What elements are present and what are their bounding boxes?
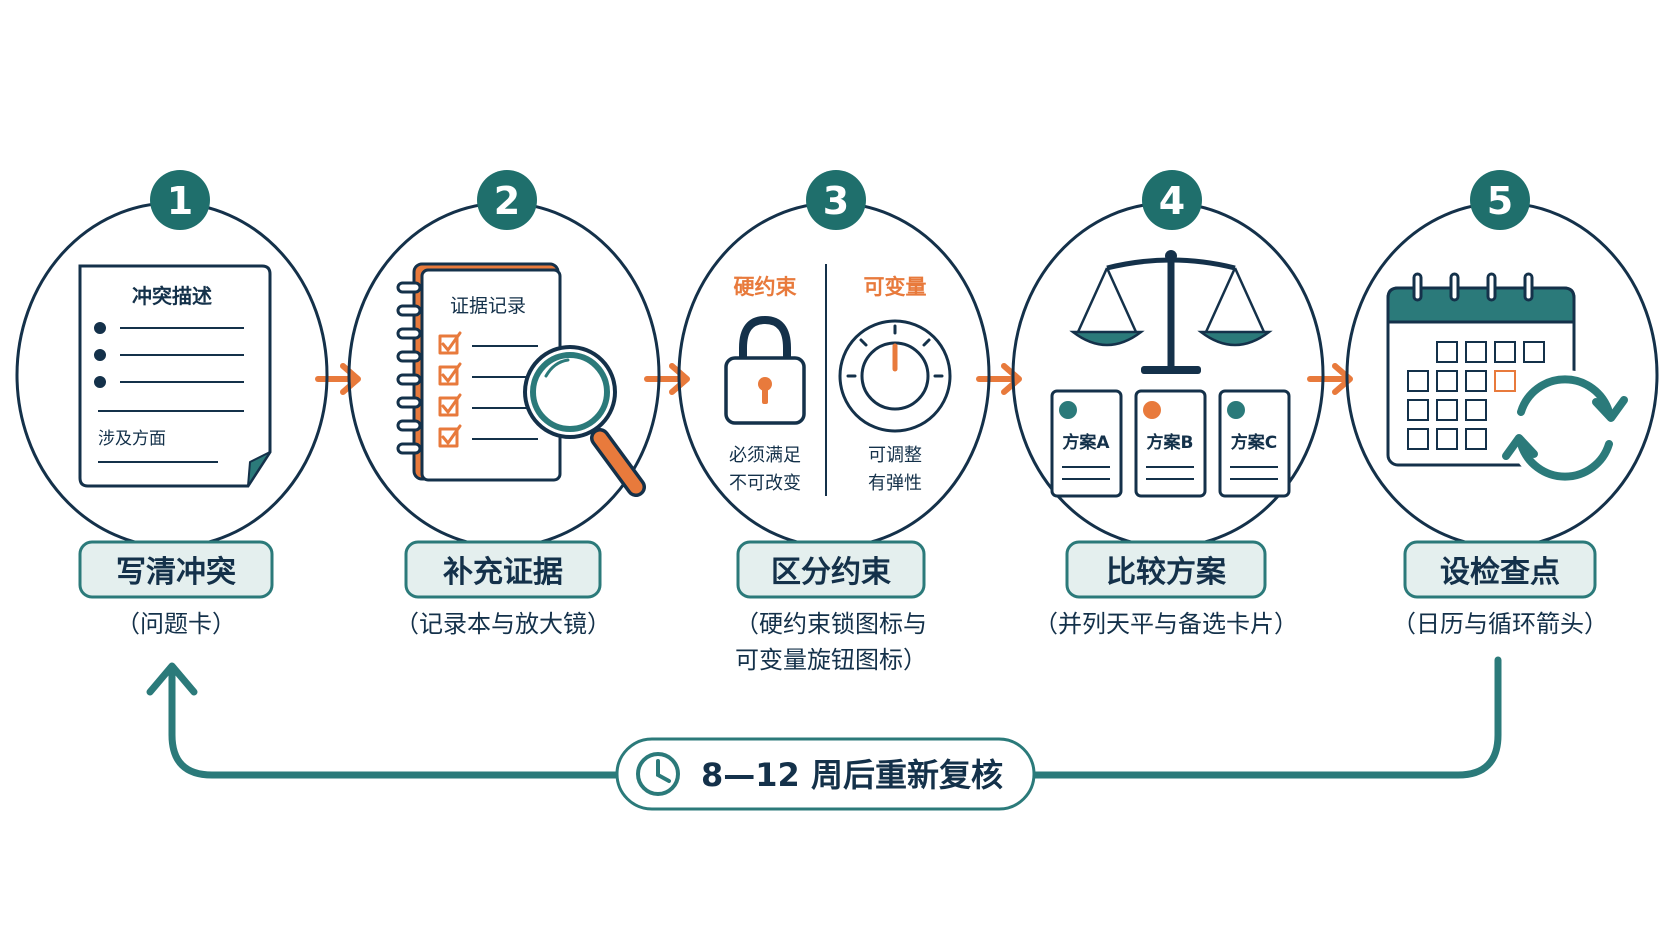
soft-variable-label: 可变量 xyxy=(864,275,927,299)
step-2-title: 补充证据 xyxy=(443,555,563,590)
soft-desc-line-1: 可调整 xyxy=(868,445,922,466)
option-card-c: 方案C xyxy=(1218,389,1291,498)
arrow-2-3 xyxy=(644,363,690,395)
step-5-title: 设检查点 xyxy=(1440,555,1560,590)
spiral-binding-icon xyxy=(396,281,422,455)
step-2-title-pill: 补充证据 xyxy=(404,540,602,599)
step-3-title-pill: 区分约束 xyxy=(736,540,926,599)
hard-desc-line-1: 必须满足 xyxy=(729,445,801,466)
step-4-badge: 4 xyxy=(1142,170,1202,230)
notebook-heading: 证据记录 xyxy=(450,295,526,317)
step-captions: （问题卡） （记录本与放大镜） （硬约束锁图标与 可变量旋钮图标） （并列天平与… xyxy=(116,610,1608,674)
calendar-grid xyxy=(1407,341,1545,450)
svg-text:5: 5 xyxy=(1487,179,1513,223)
step-1-title: 写清冲突 xyxy=(116,555,236,590)
step-4-title-pill: 比较方案 xyxy=(1065,540,1267,599)
arrow-4-5 xyxy=(1307,363,1353,395)
number-badges: 1 2 3 4 5 xyxy=(150,170,1530,230)
svg-text:4: 4 xyxy=(1159,179,1185,223)
step-5-title-pill: 设检查点 xyxy=(1403,540,1597,599)
knob-icon xyxy=(838,319,952,433)
option-card-b: 方案B xyxy=(1134,389,1207,498)
step-5-caption: （日历与循环箭头） xyxy=(1392,610,1608,638)
notebook-icon: 证据记录 xyxy=(396,262,562,482)
option-cards: 方案A 方案B 方案C xyxy=(1050,389,1291,498)
magnifier-icon xyxy=(523,345,646,497)
cycle-arrows-icon xyxy=(1502,370,1628,486)
balance-scale-icon xyxy=(1069,250,1273,374)
step-3-title: 区分约束 xyxy=(771,555,891,590)
problem-card-icon: 冲突描述 涉及方面 xyxy=(78,264,272,488)
svg-text:方案C: 方案C xyxy=(1231,432,1277,453)
lock-icon xyxy=(724,315,806,425)
svg-text:3: 3 xyxy=(823,179,849,223)
recheck-label: 8—12 周后重新复核 xyxy=(701,756,1003,794)
step-2-caption: （记录本与放大镜） xyxy=(395,610,611,638)
step-2-badge: 2 xyxy=(477,170,537,230)
step-5-badge: 5 xyxy=(1470,170,1530,230)
option-card-a: 方案A xyxy=(1050,389,1123,498)
hard-desc-line-2: 不可改变 xyxy=(729,473,801,494)
hard-constraint-label: 硬约束 xyxy=(734,275,798,299)
step-1-title-pill: 写清冲突 xyxy=(78,540,274,599)
step-3-badge: 3 xyxy=(806,170,866,230)
feedback-loop-arrowhead xyxy=(146,662,198,696)
recheck-pill: 8—12 周后重新复核 xyxy=(615,737,1036,811)
card-footer-label: 涉及方面 xyxy=(98,429,166,449)
svg-text:方案B: 方案B xyxy=(1147,432,1194,453)
svg-text:1: 1 xyxy=(167,179,193,223)
arrow-3-4 xyxy=(976,363,1022,395)
step-3-caption-line-1: （硬约束锁图标与 xyxy=(735,610,927,638)
checkbox-list-icons xyxy=(438,331,462,448)
step-4-caption: （并列天平与备选卡片） xyxy=(1034,610,1298,638)
step-1-badge: 1 xyxy=(150,170,210,230)
svg-text:方案A: 方案A xyxy=(1062,432,1110,453)
step-1-caption: （问题卡） xyxy=(116,610,236,638)
calendar-icon xyxy=(1386,272,1576,467)
card-heading: 冲突描述 xyxy=(132,284,212,308)
step-title-pills: 写清冲突 补充证据 区分约束 比较方案 设检查点 xyxy=(78,540,1597,599)
svg-text:2: 2 xyxy=(494,179,520,223)
step-3-caption-line-2: 可变量旋钮图标） xyxy=(735,646,927,674)
step-4-title: 比较方案 xyxy=(1106,555,1227,590)
arrow-1-2 xyxy=(315,363,361,395)
soft-desc-line-2: 有弹性 xyxy=(868,473,922,494)
constraint-panel: 硬约束 可变量 必须满足 不可改变 可调整 有弹性 xyxy=(724,264,952,496)
clock-icon xyxy=(636,752,680,796)
card-bullet-lines xyxy=(94,322,244,463)
